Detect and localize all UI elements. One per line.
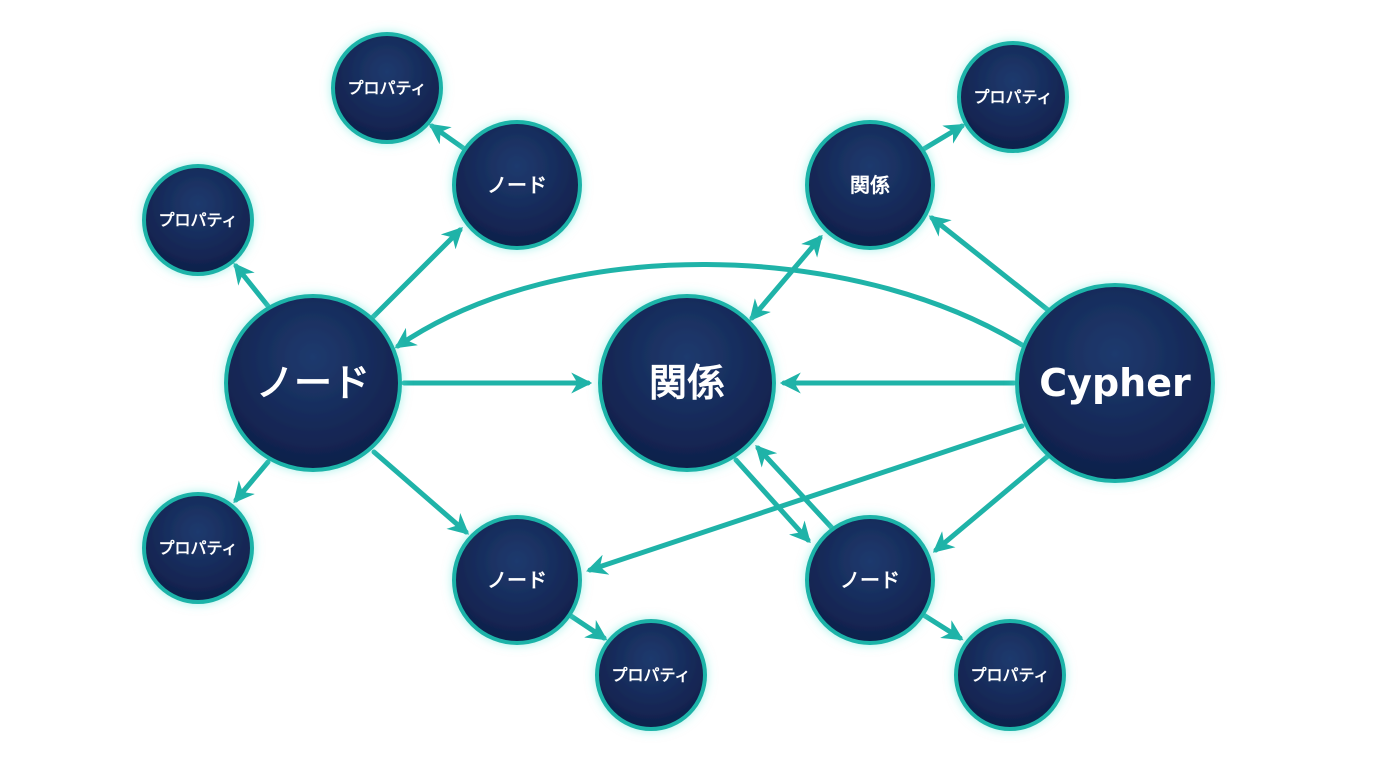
node-main-label: ノード [256, 361, 370, 405]
edges [233, 123, 1051, 641]
edge-bottom-left-node-to-prop-bottom-mid [565, 611, 608, 641]
property-bottom-left[interactable]: プロパティ [142, 492, 254, 604]
node-bottom-left-label: ノード [487, 568, 547, 592]
property-left[interactable]: プロパティ [142, 164, 254, 276]
edge-main-to-prop-left [233, 262, 271, 309]
node-top-label: ノード [487, 173, 547, 197]
node-center-relation-label: 関係 [649, 361, 725, 405]
edge-main-to-top-node [369, 227, 463, 321]
edge-center-relation-to-bottom-right-node [733, 457, 811, 544]
edge-top-node-to-prop-top-left [428, 123, 469, 153]
edge-main-to-prop-bottom-left [233, 459, 271, 504]
property-top-left[interactable]: プロパティ [331, 32, 443, 144]
property-top-right[interactable]: プロパティ [957, 41, 1069, 153]
property-top-left-label: プロパティ [347, 79, 426, 98]
edge-bottom-right-node-to-center-relation [755, 444, 835, 531]
edge-bottom-right-node-to-prop-bottom-right [919, 611, 964, 641]
node-center-relation[interactable]: 関係 [598, 294, 776, 472]
edge-cypher-to-bottom-right-node [932, 453, 1051, 553]
node-bottom-left[interactable]: ノード [452, 515, 582, 645]
node-bottom-right-label: ノード [840, 568, 900, 592]
nodes: ノード 関係 Cypher ノード 関係 ノード ノード プロパティ [142, 32, 1215, 731]
node-top[interactable]: ノード [452, 120, 582, 250]
node-top-relation-label: 関係 [850, 173, 890, 197]
property-bottom-mid[interactable]: プロパティ [595, 619, 707, 731]
node-top-relation[interactable]: 関係 [805, 120, 935, 250]
property-bottom-left-label: プロパティ [158, 539, 237, 558]
edge-cypher-to-top-relation [928, 215, 1051, 313]
property-top-right-label: プロパティ [973, 88, 1052, 107]
edge-cypher-curve-to-main [394, 262, 1025, 349]
node-bottom-right[interactable]: ノード [805, 515, 935, 645]
node-cypher-label: Cypher [1039, 361, 1191, 405]
property-left-label: プロパティ [158, 211, 237, 230]
edge-top-relation-center-relation [749, 234, 823, 322]
property-bottom-right-label: プロパティ [970, 666, 1049, 685]
property-bottom-right[interactable]: プロパティ [954, 619, 1066, 731]
edge-main-to-bottom-left-node [371, 449, 470, 535]
edge-top-relation-to-prop-top-right [919, 123, 966, 153]
node-cypher[interactable]: Cypher [1015, 283, 1215, 483]
property-bottom-mid-label: プロパティ [611, 666, 690, 685]
node-main[interactable]: ノード [224, 294, 402, 472]
